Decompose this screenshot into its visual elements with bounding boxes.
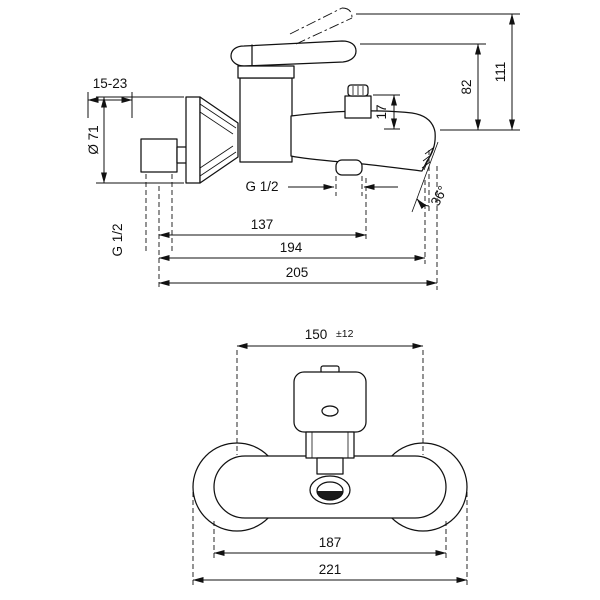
dim-221-label: 221 xyxy=(319,562,342,577)
outlet-inner xyxy=(316,481,344,501)
dim-137: 137 xyxy=(158,178,367,290)
dim-137-witness-lines xyxy=(158,178,367,290)
outlet-outer xyxy=(309,475,351,505)
diverter-knurl xyxy=(352,86,364,95)
front-dimensions: 150 ±12 187 221 xyxy=(192,327,468,586)
outlet-hole-mask xyxy=(315,479,345,491)
dim-150-witness-lines xyxy=(236,350,424,455)
dim-82: 82 xyxy=(360,43,520,131)
dim-g12-wall: G 1/2 xyxy=(110,174,173,257)
dim-111-label: 111 xyxy=(493,62,508,83)
dim-150: 150 ±12 xyxy=(236,327,424,455)
shower-outlet-nub xyxy=(335,159,363,176)
dim-15-23-extension-lines xyxy=(87,92,133,118)
dim-g12-wall-label: G 1/2 xyxy=(110,223,125,256)
dim-dia-71-label: Ø 71 xyxy=(86,125,101,154)
dim-36deg-angle-line xyxy=(411,141,439,213)
dim-g12-spout-label: G 1/2 xyxy=(245,179,278,194)
dim-36deg-label: 36° xyxy=(428,183,451,208)
front-fixture xyxy=(192,365,468,532)
handle-front xyxy=(293,371,367,433)
dim-205: 205 xyxy=(158,166,438,290)
handle-lever xyxy=(230,40,357,67)
dim-dia-71-extension-lines xyxy=(96,96,184,184)
dim-194: 194 xyxy=(158,180,426,264)
dim-17-label: 17 xyxy=(374,104,389,119)
dim-36deg-arc xyxy=(416,198,430,210)
dim-187-label: 187 xyxy=(319,535,342,550)
diverter-knob xyxy=(344,95,372,119)
front-view: 150 ±12 187 221 xyxy=(192,327,468,586)
dim-187: 187 xyxy=(213,521,447,560)
dim-221: 221 xyxy=(192,492,468,586)
dim-g12-spout-extension-lines xyxy=(335,176,363,196)
dim-17: 17 xyxy=(373,94,400,130)
dim-82-label: 82 xyxy=(459,79,474,94)
side-view: 15-23 Ø 71 G 1/2 17 82 xyxy=(86,7,520,290)
handle-base xyxy=(237,65,295,79)
dim-205-label: 205 xyxy=(286,265,309,280)
handle-detail xyxy=(321,405,339,417)
dim-150-tolerance-label: ±12 xyxy=(336,328,354,340)
mixer-body xyxy=(239,77,293,163)
dim-15-23: 15-23 xyxy=(87,76,133,118)
escutcheon-hatch xyxy=(199,103,237,177)
handle-raised-outline xyxy=(289,7,353,45)
dim-150-label: 150 xyxy=(305,327,328,342)
dim-dia-71: Ø 71 xyxy=(86,96,184,184)
dim-137-label: 137 xyxy=(251,217,274,232)
handle-body-front xyxy=(305,431,355,459)
side-fixture xyxy=(140,7,436,184)
dim-g12-spout: G 1/2 xyxy=(245,176,398,196)
neck-front xyxy=(316,457,344,475)
dim-194-label: 194 xyxy=(280,240,303,255)
handle-body-lines xyxy=(311,432,349,458)
dim-g12-wall-leader-lines xyxy=(145,174,173,252)
dim-111: 111 xyxy=(356,13,520,131)
spout xyxy=(290,110,436,172)
escutcheon-cone xyxy=(199,96,239,184)
dim-15-23-label: 15-23 xyxy=(93,76,128,91)
wall-union-square xyxy=(140,138,178,173)
escutcheon-rim xyxy=(185,96,201,184)
